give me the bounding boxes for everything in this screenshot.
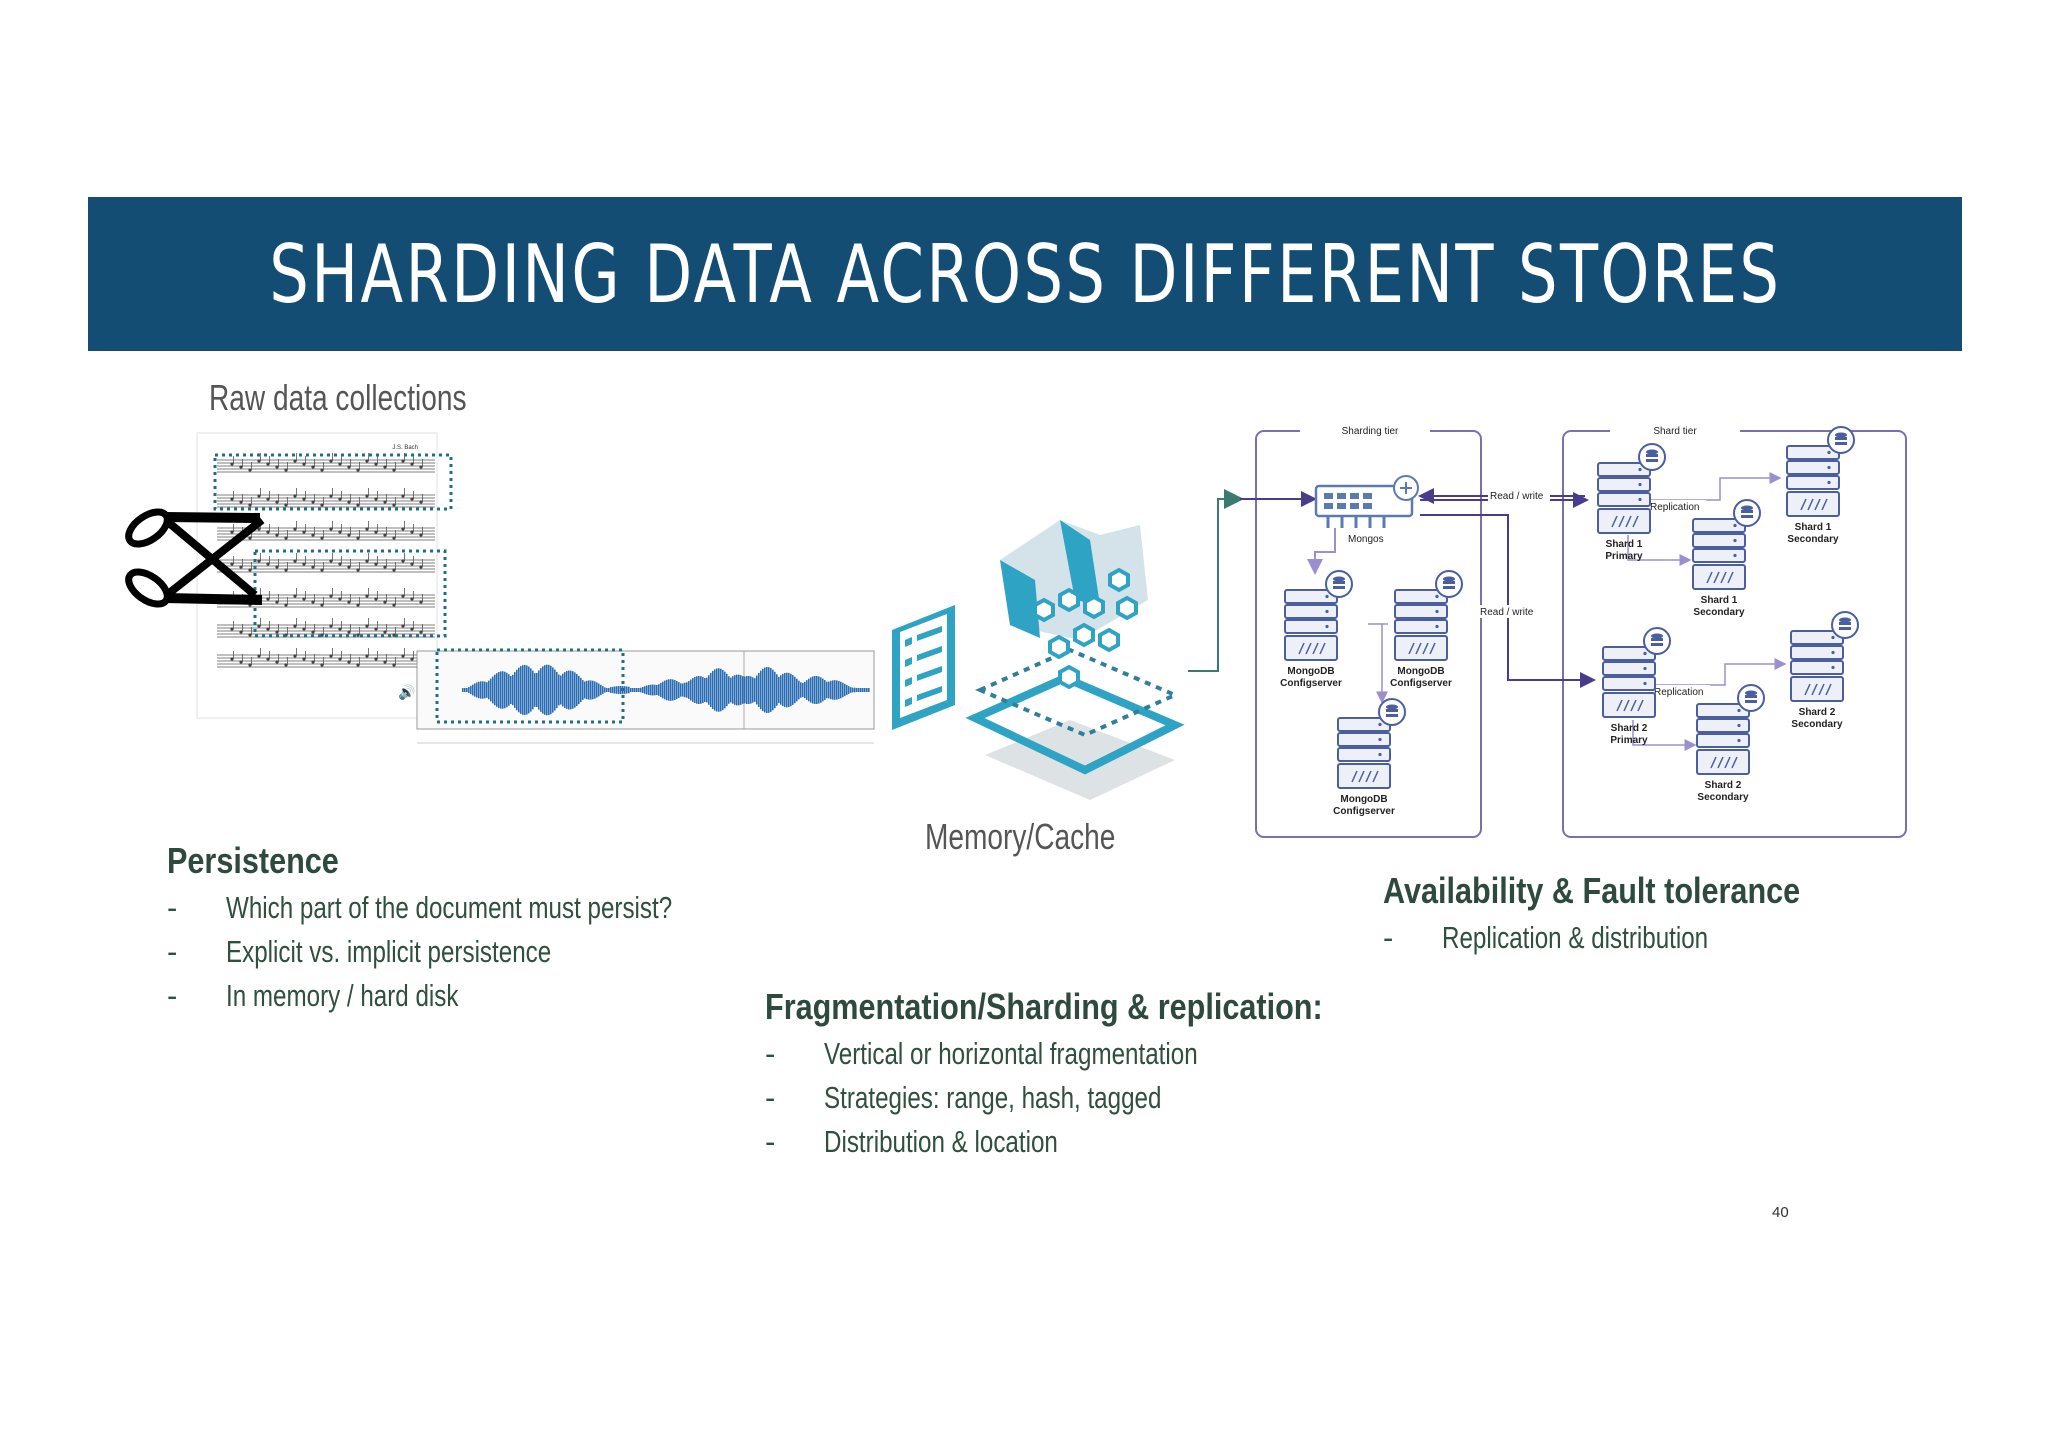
list-item: -Strategies: range, hash, tagged [765,1080,1162,1115]
memory-cache-label: Memory/Cache [925,816,1116,857]
sheet-music-image: J.S. Bach [196,432,453,719]
server-label: Shard 2 [1611,723,1648,734]
mongos-label: Mongos [1348,534,1384,545]
persistence-heading: Persistence [167,840,339,881]
list-item: -Distribution & location [765,1124,1058,1159]
sharding-tier-label: Sharding tier [1342,426,1399,437]
server-label: MongoDB [1287,666,1334,677]
raw-data-label: Raw data collections [209,377,467,418]
fragmentation-heading: Fragmentation/Sharding & replication: [765,986,1323,1027]
scissors-icon [125,508,265,608]
bullet-dash: - [765,1080,776,1115]
server-label: Secondary [1693,607,1745,618]
bullet-dash: - [167,978,178,1013]
list-item: -Explicit vs. implicit persistence [167,934,552,969]
server-label: Configserver [1333,806,1395,817]
sheet-composer: J.S. Bach [392,445,418,451]
read-write-label-2: Read / write [1480,607,1534,618]
client-arrow [1188,489,1244,672]
persistence-list: -Which part of the document must persist… [167,890,673,1022]
server-label: Secondary [1791,719,1843,730]
bullet-dash: - [167,934,178,969]
audio-waveform-image: 🔊 [398,648,875,744]
server-label: Configserver [1390,678,1452,689]
list-item: -Vertical or horizontal fragmentation [765,1036,1198,1071]
speaker-icon: 🔊 [398,683,415,701]
bullet-dash: - [765,1124,776,1159]
availability-heading: Availability & Fault tolerance [1383,870,1801,911]
page-number: 40 [1772,1204,1789,1221]
title-bar: SHARDING DATA ACROSS DIFFERENT STORES [88,197,1962,351]
server-label: MongoDB [1340,794,1387,805]
mongos-router-icon [1314,475,1419,528]
slide-title: SHARDING DATA ACROSS DIFFERENT STORES [268,227,1782,321]
replication-label-1: Replication [1650,502,1699,513]
server-label: Secondary [1697,792,1749,803]
availability-list: -Replication & distribution [1383,920,1874,964]
bullet-dash: - [167,890,178,925]
server-label: MongoDB [1397,666,1444,677]
server-label: Shard 1 [1701,595,1738,606]
availability-section: Availability & Fault tolerance -Replicat… [1383,870,1874,964]
server-label: Shard 1 [1606,539,1643,550]
list-item: -Which part of the document must persist… [167,890,673,925]
server-label: Secondary [1787,534,1839,545]
fragmentation-section: Fragmentation/Sharding & replication: -V… [765,986,1421,1168]
server-label: Configserver [1280,678,1342,689]
server-label: Shard 2 [1705,780,1742,791]
bullet-dash: - [1383,920,1394,955]
server-label: Shard 1 [1795,522,1832,533]
cloud-cache-icon [965,520,1185,800]
server-label: Primary [1605,551,1643,562]
persistence-section: Persistence -Which part of the document … [167,840,673,1022]
list-item: -In memory / hard disk [167,978,459,1013]
shard-tier-label: Shard tier [1653,426,1697,437]
fragmentation-list: -Vertical or horizontal fragmentation -S… [765,1036,1421,1168]
replication-label-2: Replication [1654,687,1703,698]
server-label: Shard 2 [1799,707,1836,718]
server-label: Primary [1610,735,1648,746]
bullet-dash: - [765,1036,776,1071]
document-list-icon [892,605,955,730]
list-item: -Replication & distribution [1383,920,1709,955]
read-write-label-1: Read / write [1490,491,1544,502]
